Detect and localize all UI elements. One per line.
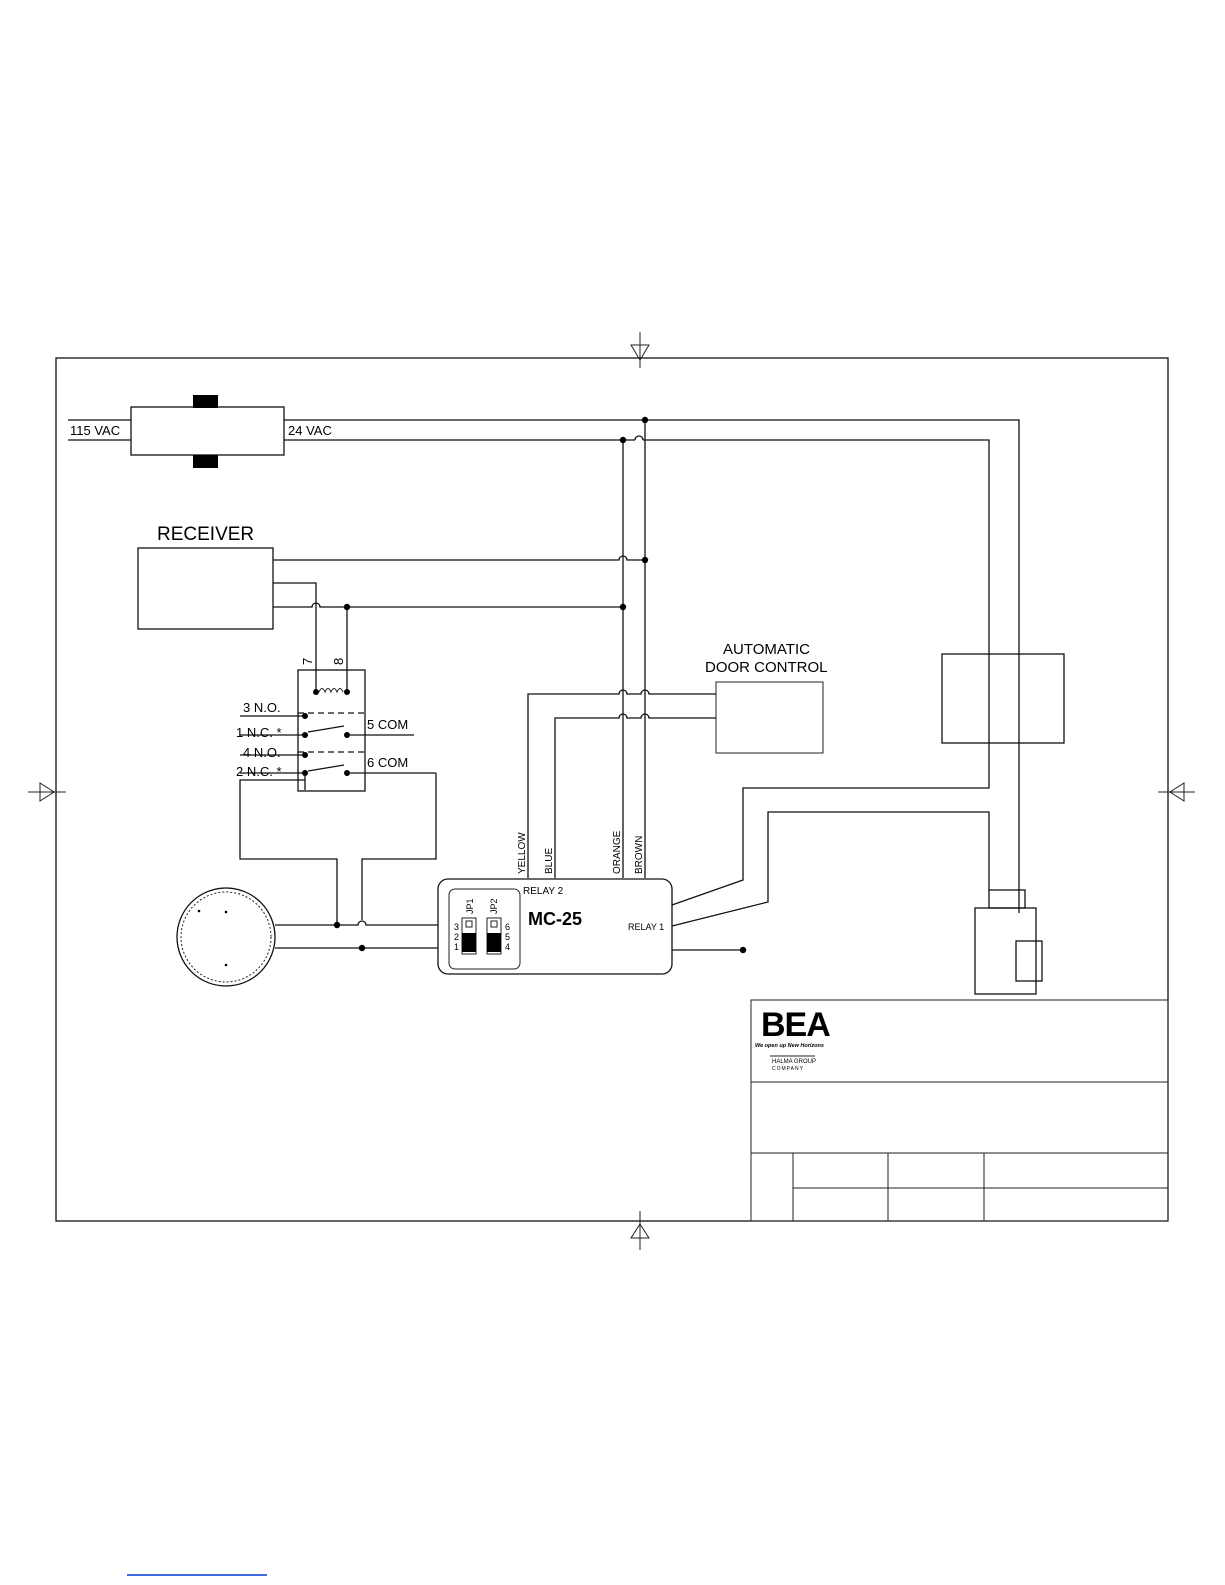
center-mark-bottom: [631, 1211, 649, 1250]
com-6-label: 6 COM: [367, 755, 408, 770]
relay-loop-wires: [240, 773, 436, 925]
jp1-pin: 3: [454, 922, 459, 932]
door-control-box: [716, 682, 823, 753]
door-control-line2: DOOR CONTROL: [705, 659, 828, 676]
wire-label-brown: BROWN: [634, 836, 645, 874]
wire-label-yellow: YELLOW: [517, 832, 528, 874]
jp2-pin: 4: [505, 942, 510, 952]
junction: [620, 604, 626, 610]
door-control-line1: AUTOMATIC: [723, 641, 810, 658]
wire-label-blue: BLUE: [544, 848, 555, 874]
center-mark-left: [28, 783, 66, 801]
contact-label-4-no: 4 N.O.: [243, 745, 281, 760]
sensor-icon: [177, 888, 275, 986]
com-5-label: 5 COM: [367, 717, 408, 732]
contact-label-3-no: 3 N.O.: [243, 700, 281, 715]
jumper-jp2: [487, 918, 501, 954]
jp2-pin: 5: [505, 932, 510, 942]
junction: [344, 604, 350, 610]
logo-company: COMPANY: [772, 1066, 804, 1072]
relay-pin-8: 8: [331, 658, 346, 665]
jumper-jp1: [462, 918, 476, 954]
center-mark-right: [1158, 783, 1195, 801]
relay1-label: RELAY 1: [628, 922, 664, 932]
jp2-label: JP2: [489, 898, 499, 914]
junction: [620, 437, 626, 443]
center-mark-top: [631, 332, 649, 368]
receiver-title: RECEIVER: [157, 524, 254, 545]
junction: [740, 947, 746, 953]
footer-link-underline[interactable]: [127, 1574, 267, 1576]
relay1-wires: [672, 812, 989, 950]
contact-label-2-nc: 2 N.C. *: [236, 764, 282, 779]
mc25-title: MC-25: [528, 909, 582, 929]
relay2-label: RELAY 2: [523, 886, 564, 897]
primary-voltage-label: 115 VAC: [70, 423, 120, 438]
jp1-pin: 2: [454, 932, 459, 942]
lock-device-icon: [975, 890, 1042, 994]
sensor-wires: [275, 921, 438, 948]
relay-pin-7: 7: [300, 658, 315, 665]
secondary-voltage-label: 24 VAC: [288, 423, 332, 438]
junction: [642, 417, 648, 423]
supply-wires: [284, 420, 1019, 913]
logo-tagline: We open up New Horizons: [755, 1043, 824, 1049]
power-supply-box: [942, 654, 1064, 743]
junction: [359, 945, 365, 951]
bea-logo: BEA: [761, 1006, 830, 1044]
drawing-border: [56, 358, 1168, 1221]
contact-label-1-nc: 1 N.C. *: [236, 725, 282, 740]
jp1-pin: 1: [454, 942, 459, 952]
logo-group: HALMA GROUP: [772, 1059, 816, 1065]
junction: [334, 922, 340, 928]
relay-coil-icon: [313, 689, 350, 696]
jp2-pin: 6: [505, 922, 510, 932]
wire-label-orange: ORANGE: [612, 830, 623, 874]
receiver-box: [138, 548, 273, 629]
junction: [642, 557, 648, 563]
jp1-label: JP1: [465, 898, 475, 914]
